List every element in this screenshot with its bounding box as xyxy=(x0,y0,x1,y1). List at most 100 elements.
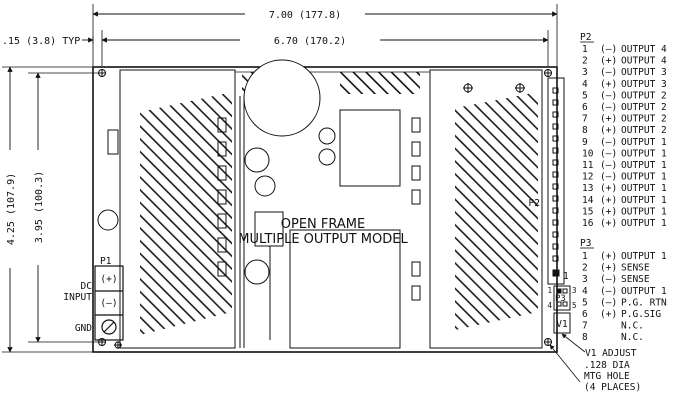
p2-row-sign: (–) xyxy=(600,67,617,78)
p2-row-num: 3 xyxy=(582,67,588,78)
v1-board-label: V1 xyxy=(556,319,568,330)
p2-row-name: OUTPUT 2 xyxy=(621,90,667,101)
p2-row-num: 5 xyxy=(582,90,588,101)
p3-row-sign: (–) xyxy=(600,297,617,308)
dc-input-line1: DC xyxy=(81,281,92,292)
p3-pin-left-bottom: 4 xyxy=(547,301,552,310)
p3-row-name: N.C. xyxy=(621,332,644,343)
p2-row-name: OUTPUT 1 xyxy=(621,195,667,206)
p3-row-num: 1 xyxy=(582,251,588,262)
p2-row-num: 12 xyxy=(582,172,593,183)
p2-row-sign: (–) xyxy=(600,160,617,171)
dim-hole-spacing-width: 6.70 (170.2) xyxy=(274,36,346,47)
p1-label: P1 xyxy=(100,256,112,267)
p2-row-name: OUTPUT 1 xyxy=(621,206,667,217)
p2-row-num: 2 xyxy=(582,56,588,67)
p2-row-name: OUTPUT 1 xyxy=(621,148,667,159)
p2-row-name: OUTPUT 3 xyxy=(621,79,667,90)
p2-row-name: OUTPUT 2 xyxy=(621,125,667,136)
p3-pin-right-bottom: 5 xyxy=(572,301,577,310)
p3-board-label: P3 xyxy=(555,294,566,304)
heatsink-right xyxy=(429,69,543,349)
p3-row-sign: (–) xyxy=(600,274,617,285)
gnd-label: GND xyxy=(75,323,92,334)
p2-row-name: OUTPUT 1 xyxy=(621,137,667,148)
p3-table-title: P3 xyxy=(580,238,591,249)
p2-row-name: OUTPUT 1 xyxy=(621,218,667,229)
p2-row-name: OUTPUT 3 xyxy=(621,67,667,78)
p2-row-num: 14 xyxy=(582,195,594,206)
dim-overall-width: 7.00 (177.8) xyxy=(269,10,341,21)
p2-row-name: OUTPUT 2 xyxy=(621,102,667,113)
p3-row-name: OUTPUT 1 xyxy=(621,286,667,297)
p3-pin-left-top: 1 xyxy=(547,286,552,295)
board-title-line2: MULTIPLE OUTPUT MODEL xyxy=(238,232,408,247)
p1-pin-plus: (+) xyxy=(100,274,117,285)
p2-row-num: 10 xyxy=(582,148,594,159)
p2-row-sign: (+) xyxy=(600,114,617,125)
p2-row-name: OUTPUT 1 xyxy=(621,183,667,194)
p3-pin-right-top: 3 xyxy=(572,286,577,295)
p2-row-sign: (+) xyxy=(600,195,617,206)
p2-row-sign: (+) xyxy=(600,206,617,217)
p2-row-num: 1 xyxy=(582,44,588,55)
p3-row-sign: (+) xyxy=(600,251,617,262)
p3-row-sign: (–) xyxy=(600,286,617,297)
p2-table-title: P2 xyxy=(580,32,591,43)
dc-input-line2: INPUT xyxy=(63,292,92,303)
p2-row-num: 16 xyxy=(582,218,594,229)
p3-connector xyxy=(553,285,571,311)
p2-row-sign: (+) xyxy=(600,79,617,90)
p2-row-sign: (+) xyxy=(600,183,617,194)
p2-board-label: P2 xyxy=(529,198,540,209)
p2-row-num: 7 xyxy=(582,114,588,125)
v1-adjust-callout: V1 ADJUST xyxy=(585,348,637,359)
p2-row-num: 15 xyxy=(582,206,593,217)
p3-row-num: 3 xyxy=(582,274,588,285)
p2-row-sign: (+) xyxy=(600,218,617,229)
p3-row-name: P.G.SIG xyxy=(621,309,661,320)
p1-connector xyxy=(94,265,124,341)
large-capacitor xyxy=(243,59,321,137)
vent-slots-left xyxy=(140,92,232,335)
p2-row-sign: (–) xyxy=(600,137,617,148)
p2-row-num: 9 xyxy=(582,137,588,148)
p2-row-num: 8 xyxy=(582,125,588,136)
p2-row-num: 4 xyxy=(582,79,588,90)
mtg-hole-callout-1: .128 DIA xyxy=(584,360,630,371)
p2-connector xyxy=(547,77,565,285)
components xyxy=(97,59,421,349)
p3-row-num: 5 xyxy=(582,297,588,308)
output-transformer xyxy=(289,229,401,349)
p2-row-name: OUTPUT 4 xyxy=(621,44,667,55)
p2-row-sign: (–) xyxy=(600,90,617,101)
p3-row-num: 4 xyxy=(582,286,588,297)
p3-row-name: N.C. xyxy=(621,321,644,332)
screw-terminal-icon xyxy=(101,319,117,335)
mtg-hole-callout-3: (4 PLACES) xyxy=(584,382,641,393)
mtg-hole-callout-2: MTG HOLE xyxy=(584,371,630,382)
p2-board-pin1: 1 xyxy=(563,271,569,282)
p2-row-num: 13 xyxy=(582,183,593,194)
p2-row-num: 6 xyxy=(582,102,588,113)
transformer xyxy=(339,109,401,187)
dim-overall-height: 4.25 (107.9) xyxy=(6,173,17,245)
p3-row-num: 2 xyxy=(582,263,588,274)
p2-row-sign: (–) xyxy=(600,148,617,159)
p3-row-sign: (+) xyxy=(600,309,617,320)
board-title-line1: OPEN FRAME xyxy=(281,217,365,232)
p3-pinout-table: 1(+)OUTPUT 12(+)SENSE3(–)SENSE4(–)OUTPUT… xyxy=(582,251,667,343)
p2-row-sign: (–) xyxy=(600,102,617,113)
p3-row-num: 7 xyxy=(582,321,588,332)
dimension-lines xyxy=(7,11,558,353)
p2-pinout-table: 1(–)OUTPUT 42(+)OUTPUT 43(–)OUTPUT 34(+)… xyxy=(582,44,667,229)
p2-row-sign: (–) xyxy=(600,44,617,55)
p2-row-num: 11 xyxy=(582,160,594,171)
v1-potentiometer xyxy=(553,312,571,334)
p3-row-name: SENSE xyxy=(621,263,650,274)
p2-row-name: OUTPUT 1 xyxy=(621,160,667,171)
p3-row-name: P.G. RTN xyxy=(621,297,667,308)
callout-leaders xyxy=(549,333,586,383)
